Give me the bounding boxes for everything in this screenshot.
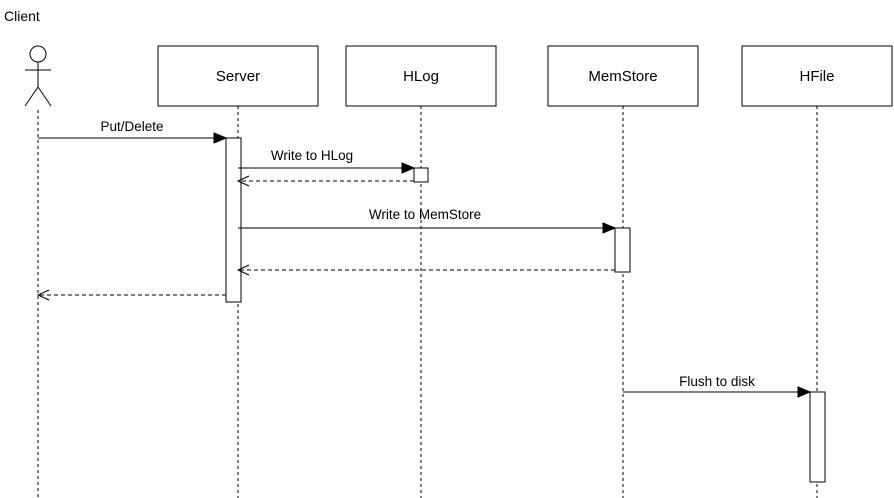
participant-hlog-box <box>345 45 497 107</box>
message-put-delete[interactable]: Put/Delete <box>38 119 228 144</box>
activation-hlog <box>413 167 429 183</box>
activation-memstore <box>614 227 631 273</box>
activation-server <box>225 137 242 303</box>
participant-hfile-label: HFile <box>799 68 834 85</box>
participant-server[interactable]: Server <box>157 45 319 498</box>
participant-memstore[interactable]: MemStore <box>547 45 699 498</box>
arrowhead-open-icon <box>36 289 50 301</box>
arrowhead-filled-icon <box>797 386 812 398</box>
participant-hfile-box <box>741 45 893 107</box>
message-flush-to-disk-label: Flush to disk <box>679 374 755 389</box>
return-hlog-to-server[interactable] <box>236 175 414 187</box>
return-server-to-client[interactable] <box>36 289 226 301</box>
participant-server-label: Server <box>216 68 260 85</box>
actor-client[interactable]: Client <box>4 8 52 498</box>
message-write-to-hlog[interactable]: Write to HLog <box>238 148 416 174</box>
activation-hfile <box>809 391 826 483</box>
participant-server-box <box>157 45 319 107</box>
arrowhead-open-icon <box>236 175 250 187</box>
arrowhead-open-icon <box>236 264 250 276</box>
arrowhead-filled-icon <box>602 222 617 234</box>
participant-hfile[interactable]: HFile <box>741 45 893 498</box>
message-put-delete-label: Put/Delete <box>100 119 163 134</box>
message-write-to-memstore[interactable]: Write to MemStore <box>238 207 617 234</box>
actor-client-label: Client <box>4 8 40 24</box>
arrowhead-filled-icon <box>401 162 416 174</box>
participant-hlog-label: HLog <box>403 68 439 85</box>
message-flush-to-disk[interactable]: Flush to disk <box>623 374 812 398</box>
stick-figure-icon <box>24 45 52 107</box>
return-memstore-to-server[interactable] <box>236 264 615 276</box>
message-write-to-hlog-label: Write to HLog <box>271 148 353 163</box>
participant-hlog[interactable]: HLog <box>345 45 497 498</box>
arrowhead-filled-icon <box>213 132 228 144</box>
participant-memstore-label: MemStore <box>588 68 657 85</box>
message-write-to-memstore-label: Write to MemStore <box>369 207 481 222</box>
